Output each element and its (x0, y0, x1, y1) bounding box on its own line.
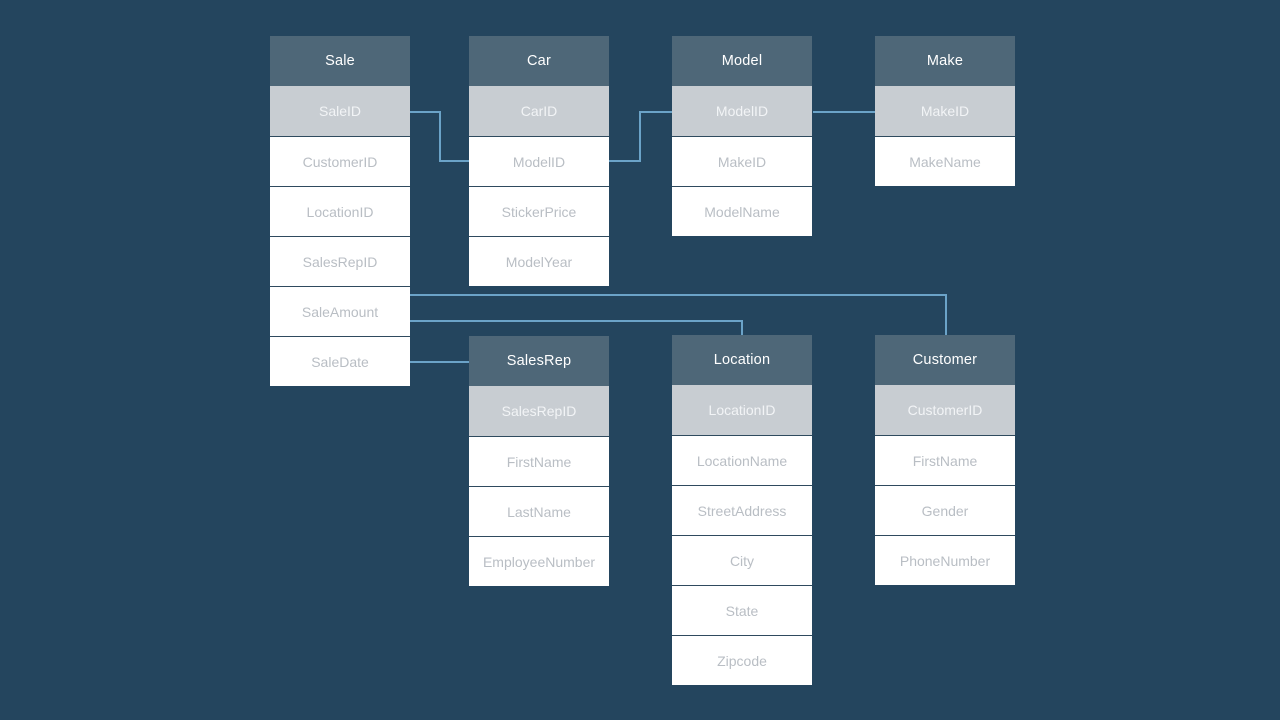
field-firstname[interactable]: FirstName (875, 435, 1015, 485)
field-salesrepid[interactable]: SalesRepID (270, 236, 410, 286)
entity-title-customer: Customer (875, 335, 1015, 385)
field-gender[interactable]: Gender (875, 485, 1015, 535)
field-phonenumber[interactable]: PhoneNumber (875, 535, 1015, 585)
relationship-line-sale-to-customer (410, 294, 947, 335)
field-firstname[interactable]: FirstName (469, 436, 609, 486)
primary-key-field-customerid[interactable]: CustomerID (875, 385, 1015, 435)
primary-key-field-salesrepid[interactable]: SalesRepID (469, 386, 609, 436)
primary-key-field-modelid[interactable]: ModelID (672, 86, 812, 136)
field-streetaddress[interactable]: StreetAddress (672, 485, 812, 535)
relationship-line-sale-to-car (410, 111, 469, 162)
field-makename[interactable]: MakeName (875, 136, 1015, 186)
entity-title-sale: Sale (270, 36, 410, 86)
primary-key-field-saleid[interactable]: SaleID (270, 86, 410, 136)
primary-key-field-makeid[interactable]: MakeID (875, 86, 1015, 136)
field-lastname[interactable]: LastName (469, 486, 609, 536)
entity-title-model: Model (672, 36, 812, 86)
entity-title-car: Car (469, 36, 609, 86)
field-stickerprice[interactable]: StickerPrice (469, 186, 609, 236)
relationship-line-car-to-model (609, 111, 672, 162)
relationship-line-sale-to-location (410, 320, 743, 335)
field-city[interactable]: City (672, 535, 812, 585)
field-modelyear[interactable]: ModelYear (469, 236, 609, 286)
field-modelid[interactable]: ModelID (469, 136, 609, 186)
field-customerid[interactable]: CustomerID (270, 136, 410, 186)
field-modelname[interactable]: ModelName (672, 186, 812, 236)
field-makeid[interactable]: MakeID (672, 136, 812, 186)
entity-title-location: Location (672, 335, 812, 385)
field-saleamount[interactable]: SaleAmount (270, 286, 410, 336)
entity-title-make: Make (875, 36, 1015, 86)
field-saledate[interactable]: SaleDate (270, 336, 410, 386)
primary-key-field-locationid[interactable]: LocationID (672, 385, 812, 435)
field-state[interactable]: State (672, 585, 812, 635)
field-locationid[interactable]: LocationID (270, 186, 410, 236)
field-employeenumber[interactable]: EmployeeNumber (469, 536, 609, 586)
field-locationname[interactable]: LocationName (672, 435, 812, 485)
primary-key-field-carid[interactable]: CarID (469, 86, 609, 136)
field-zipcode[interactable]: Zipcode (672, 635, 812, 685)
entity-title-salesrep: SalesRep (469, 336, 609, 386)
